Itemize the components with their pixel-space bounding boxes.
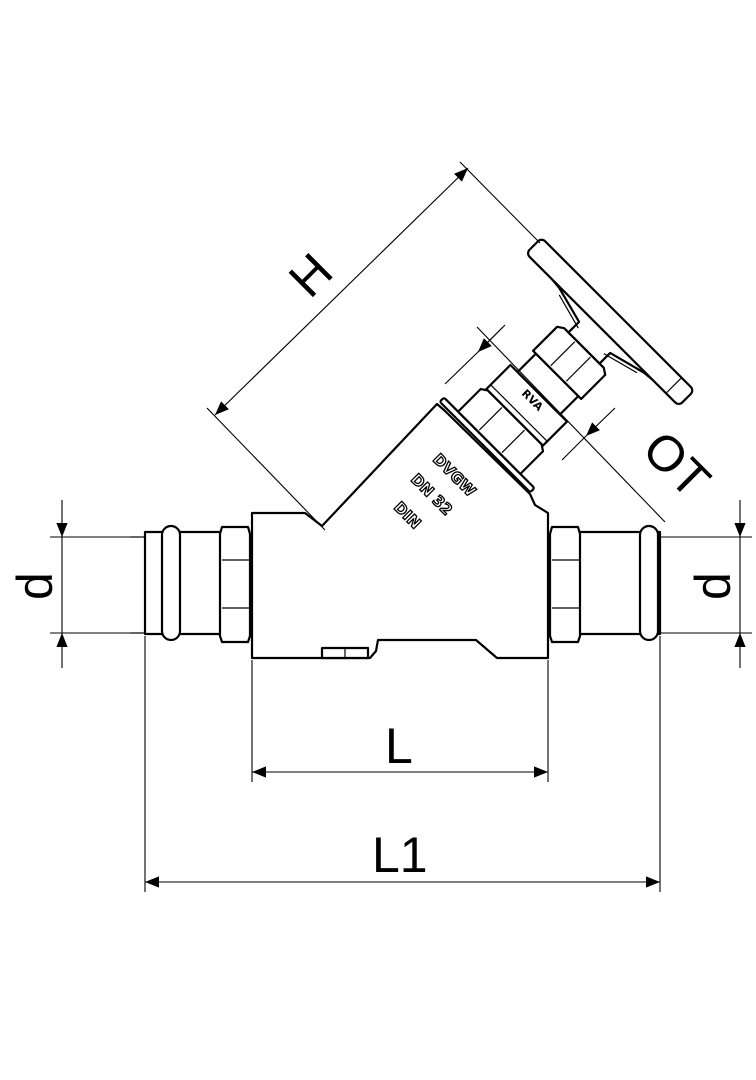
label-ot: OT — [632, 420, 721, 509]
left-hex-nut — [218, 525, 252, 644]
label-d-right: d — [685, 572, 741, 600]
dimension-d-right: d — [660, 500, 752, 668]
right-hex-nut — [548, 525, 582, 644]
valve-body: DVGW DN 32 DIN — [250, 402, 550, 660]
bonnet-assembly: RVA — [439, 238, 694, 493]
dimension-l1: L1 — [144, 636, 661, 892]
label-h: H — [278, 243, 343, 308]
label-l1: L1 — [372, 827, 428, 883]
right-press-fitting — [576, 524, 662, 642]
label-d-left: d — [7, 572, 63, 600]
left-press-fitting — [130, 524, 225, 642]
label-l: L — [385, 718, 413, 774]
dimension-l: L — [251, 660, 549, 782]
dimension-d-left: d — [7, 500, 145, 668]
